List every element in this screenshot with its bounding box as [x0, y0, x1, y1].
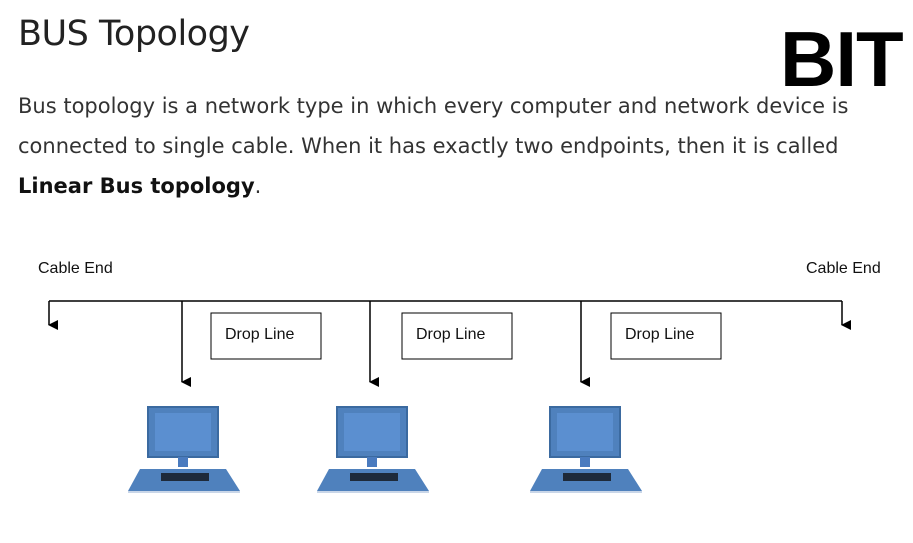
drop-line-box-1: Drop Line	[210, 312, 322, 360]
description-bold-term: Linear Bus topology	[18, 174, 255, 198]
computer-icon	[128, 406, 240, 493]
drop-line-box-3: Drop Line	[610, 312, 722, 360]
cable-end-right-label: Cable End	[806, 260, 881, 277]
drop-line-label-2: Drop Line	[416, 326, 485, 343]
cable-end-left-label: Cable End	[38, 260, 113, 277]
computer-icon	[530, 406, 642, 493]
drop-line-box-2: Drop Line	[401, 312, 513, 360]
computer-icon	[317, 406, 429, 493]
watermark-logo: BIT	[780, 15, 904, 103]
description-end: .	[254, 174, 262, 198]
description-text: Bus topology is a network type in which …	[18, 94, 849, 158]
drop-line-label-3: Drop Line	[625, 326, 694, 343]
description-paragraph: Bus topology is a network type in which …	[18, 86, 908, 206]
page-title: BUS Topology	[18, 14, 250, 54]
drop-line-label-1: Drop Line	[225, 326, 294, 343]
